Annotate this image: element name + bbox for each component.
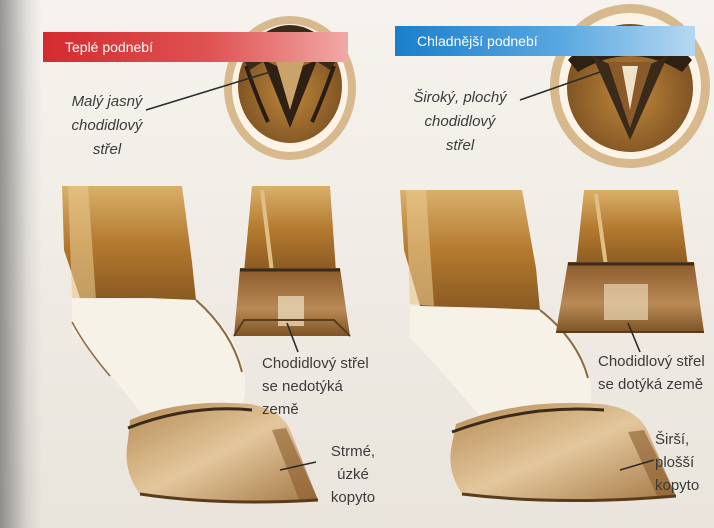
warm-frog-label-line: chodidlový — [62, 114, 152, 138]
cold-frog-label-line: chodidlový — [400, 110, 520, 134]
warm-hoof-caption: Strmé, úzké kopyto — [318, 440, 388, 509]
cold-frog-caption: Chodidlový střel se dotýká země — [598, 350, 714, 396]
cold-frog-label: Široký, plochý chodidlový střel — [400, 86, 520, 158]
cold-frog-caption-line: Chodidlový střel — [598, 350, 714, 373]
warm-climate-banner: Teplé podnebí — [43, 32, 348, 62]
cold-hoof-caption: Širší, plošší kopyto — [655, 428, 714, 497]
warm-frog-label: Malý jasný chodidlový střel — [62, 90, 152, 162]
warm-frog-caption-line: Chodidlový střel — [262, 352, 402, 375]
warm-frog-label-line: Malý jasný — [62, 90, 152, 114]
warm-frog-caption-line: země — [262, 398, 402, 421]
warm-hoof-caption-line: Strmé, — [318, 440, 388, 463]
cold-hoof-caption-line: Širší, — [655, 428, 714, 451]
cold-hoof-caption-line: plošší — [655, 451, 714, 474]
warm-hoof-caption-line: úzké — [318, 463, 388, 486]
warm-frog-caption-line: se nedotýká — [262, 375, 402, 398]
warm-frog-label-line: střel — [62, 138, 152, 162]
cold-frog-label-line: střel — [400, 134, 520, 158]
cold-frog-caption-line: se dotýká země — [598, 373, 714, 396]
cold-hoof-front-view — [556, 190, 704, 332]
cold-climate-banner: Chladnější podnebí — [395, 26, 695, 56]
warm-hoof-caption-line: kopyto — [318, 486, 388, 509]
cold-frog-label-line: Široký, plochý — [400, 86, 520, 110]
warm-hoof-front-view — [234, 186, 350, 336]
warm-frog-caption: Chodidlový střel se nedotýká země — [262, 352, 402, 421]
cold-hoof-caption-line: kopyto — [655, 474, 714, 497]
